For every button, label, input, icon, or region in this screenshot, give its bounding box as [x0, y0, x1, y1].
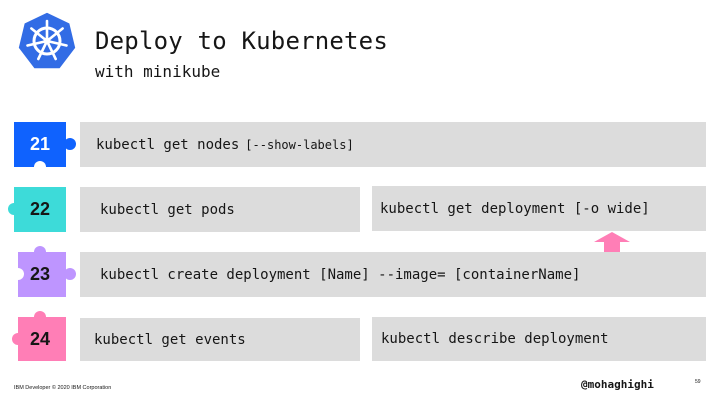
command-text: kubectl create deployment [Name] --image…	[100, 266, 581, 283]
step-number: 21	[29, 133, 51, 154]
command-bar-23: kubectl create deployment [Name] --image…	[80, 252, 706, 297]
command-bar-24-right: kubectl describe deployment	[372, 317, 706, 361]
page-number: 59	[695, 379, 701, 385]
arrow-up-icon	[594, 232, 630, 254]
command-text: kubectl get events	[94, 331, 246, 348]
page-title: Deploy to Kubernetes	[95, 27, 388, 55]
kubernetes-logo-icon	[16, 10, 78, 72]
command-text: kubectl get nodes	[96, 136, 240, 153]
command-bar-22-left: kubectl get pods	[80, 187, 360, 232]
command-text: kubectl get deployment [-o wide]	[380, 200, 650, 217]
command-bar-24-left: kubectl get events	[80, 318, 360, 361]
author-handle: @mohaghighi	[581, 378, 654, 391]
command-text: kubectl get pods	[100, 201, 235, 218]
puzzle-piece-21: 21	[14, 122, 76, 173]
puzzle-piece-22: 22	[8, 187, 76, 235]
puzzle-piece-24: 24	[12, 311, 76, 365]
puzzle-piece-23: 23	[12, 246, 76, 300]
step-number: 23	[29, 263, 51, 284]
command-text: kubectl describe deployment	[381, 331, 609, 347]
step-number: 24	[29, 328, 51, 349]
step-number: 22	[29, 198, 51, 219]
command-bar-21: kubectl get nodes [--show-labels]	[80, 122, 706, 167]
command-bar-22-right: kubectl get deployment [-o wide]	[372, 186, 706, 231]
page-subtitle: with minikube	[95, 62, 221, 81]
command-option: [--show-labels]	[245, 137, 354, 152]
footer-copyright: IBM Developer © 2020 IBM Corporation	[14, 385, 112, 391]
